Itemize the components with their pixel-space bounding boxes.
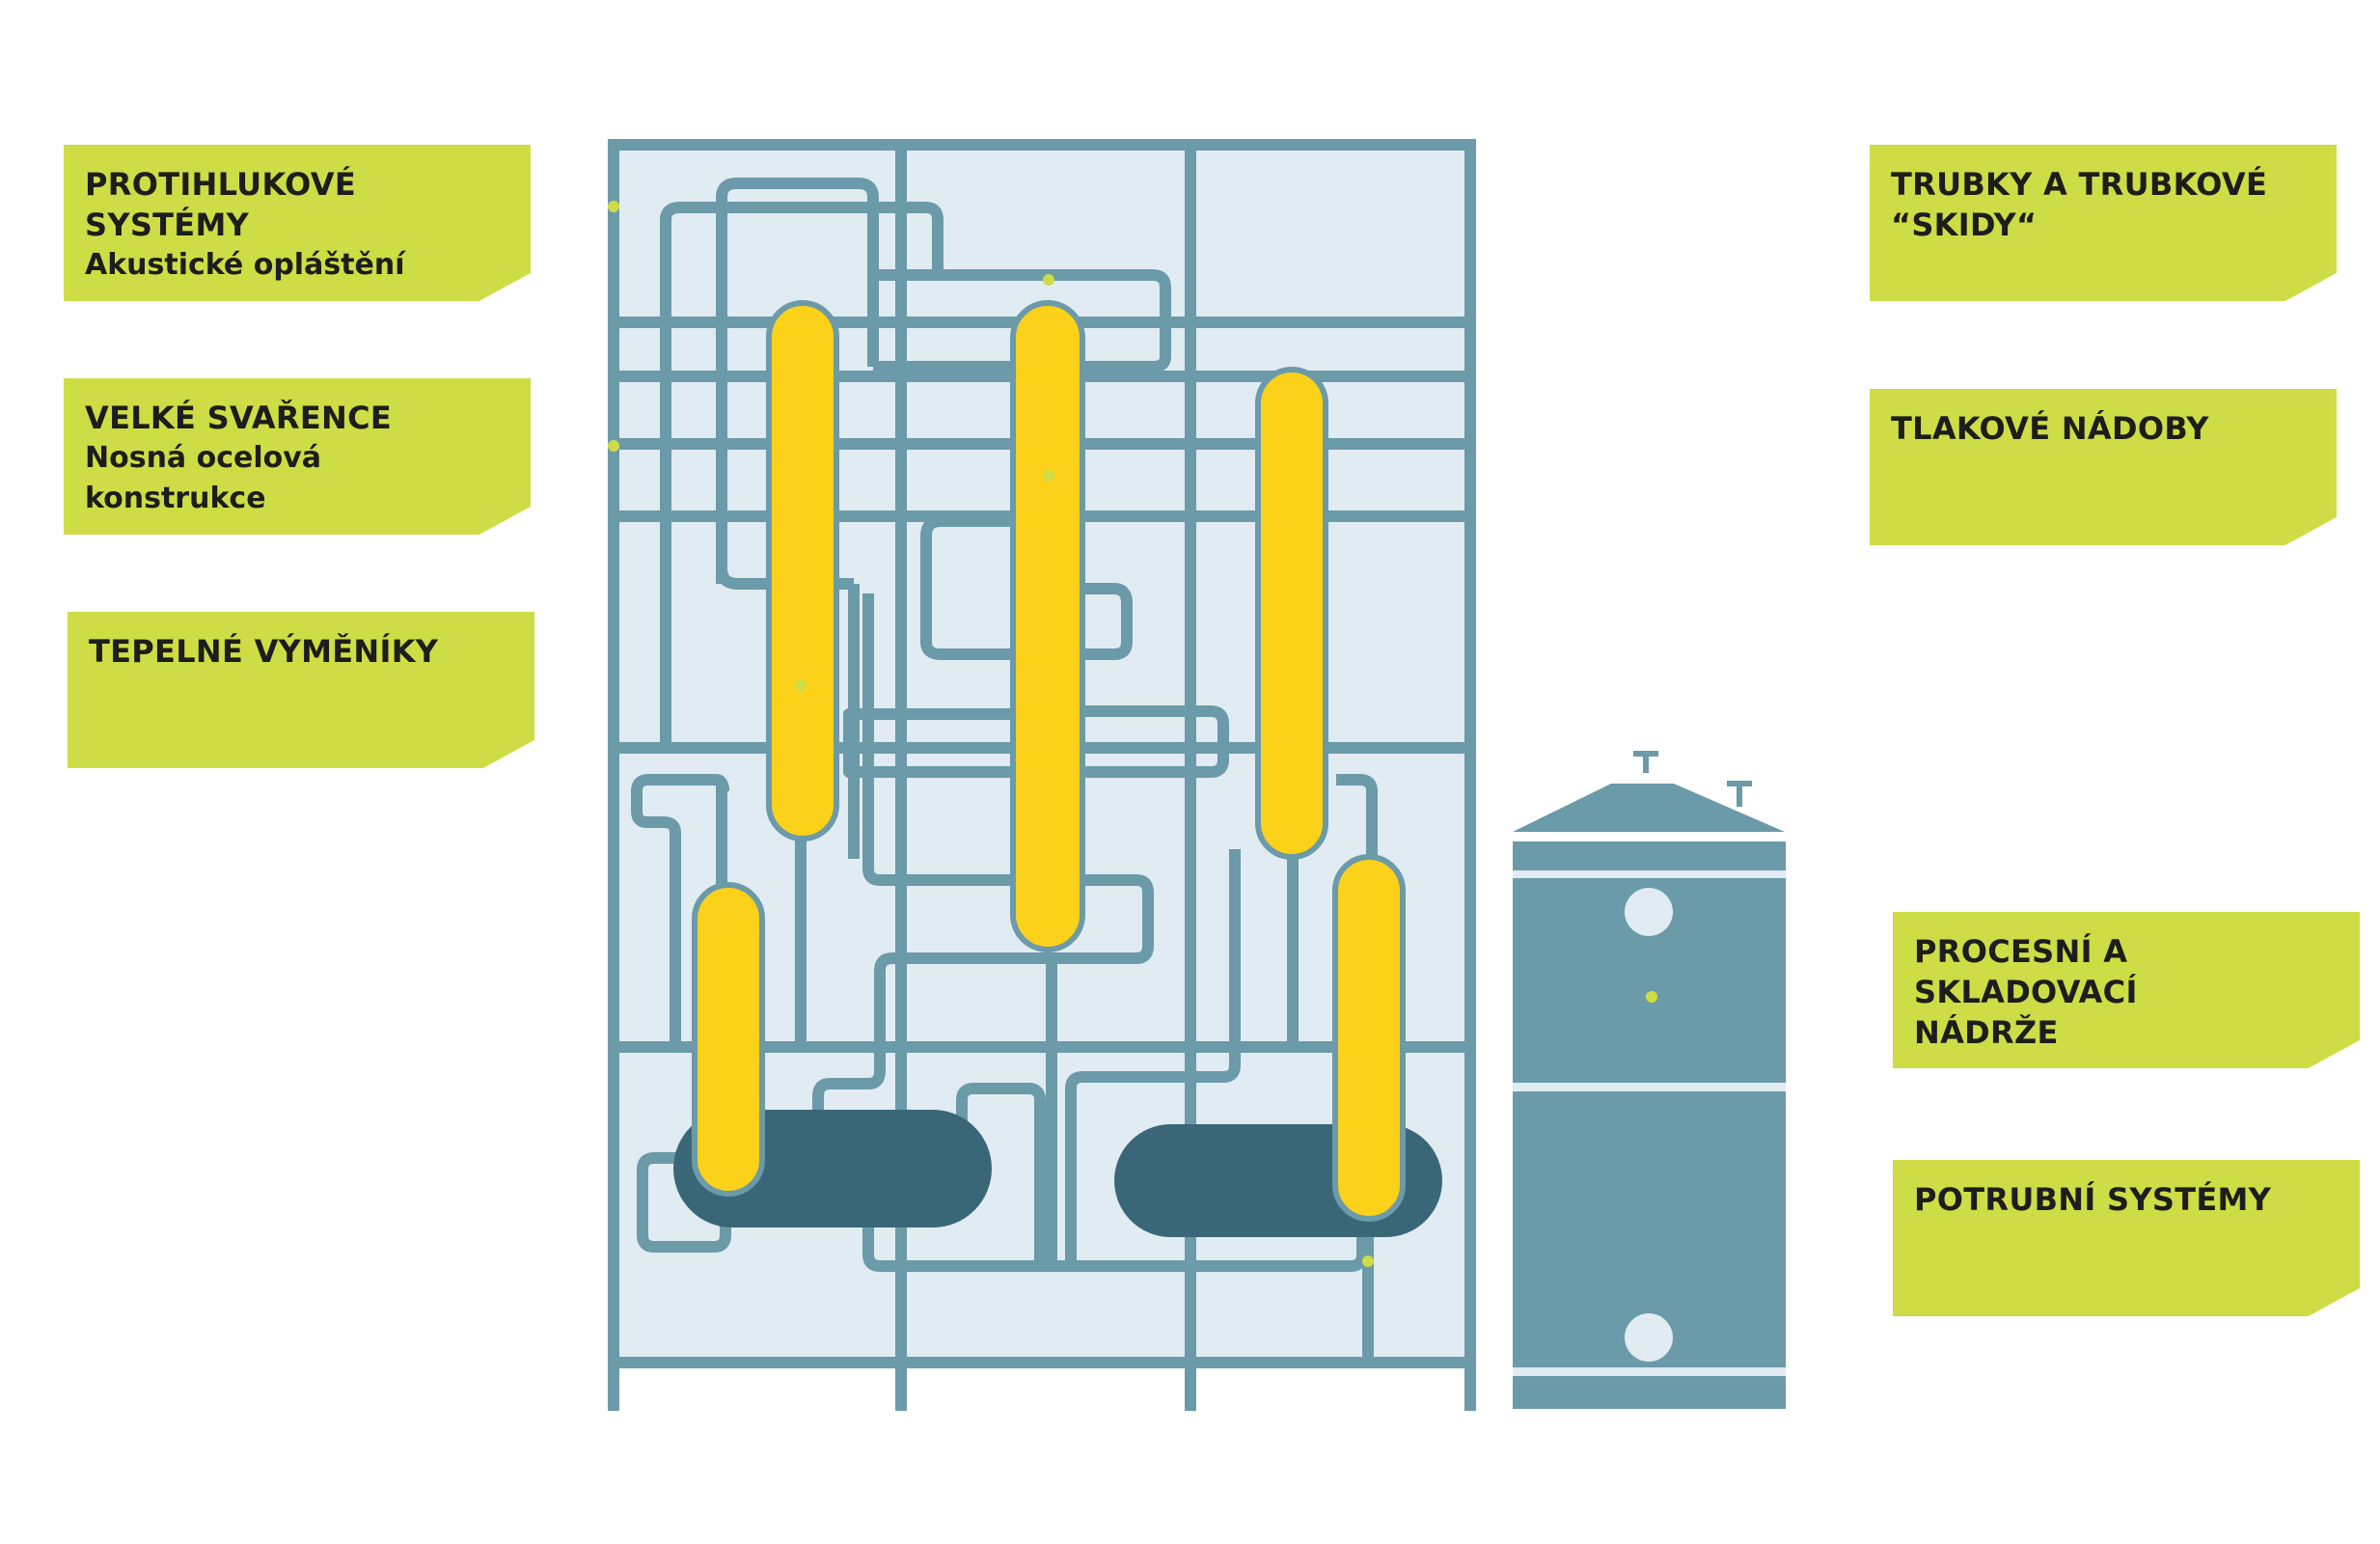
label-pressure-vessels: TLAKOVÉ NÁDOBY xyxy=(1870,389,2337,545)
label-piping-systems-title: POTRUBNÍ SYSTÉMY xyxy=(1914,1181,2272,1218)
label-piping-systems: POTRUBNÍ SYSTÉMY xyxy=(1893,1160,2360,1316)
leader-dots xyxy=(608,201,1657,1267)
label-weldments-subtitle-1: Nosná ocelová xyxy=(85,441,322,475)
label-pipe-skids: TRUBKY A TRUBKOVÉ “SKIDY“ xyxy=(1870,145,2337,301)
label-pressure-vessels-title: TLAKOVÉ NÁDOBY xyxy=(1891,410,2209,447)
label-heat-exchangers-title: TEPELNÉ VÝMĚNÍKY xyxy=(89,633,439,670)
label-process-tanks-line-2: NÁDRŽE xyxy=(1914,1014,2059,1051)
label-process-tanks-line-1: PROCESNÍ A SKLADOVACÍ xyxy=(1914,933,2138,1010)
leader-lines xyxy=(531,204,1893,1264)
label-noise-systems-title: PROTIHLUKOVÉ SYSTÉMY xyxy=(85,166,356,243)
storage-tank xyxy=(1513,751,1786,1409)
label-weldments-subtitle-2: konstrukce xyxy=(85,482,266,515)
label-weldments-title: VELKÉ SVAŘENCE xyxy=(85,400,393,436)
label-noise-systems: PROTIHLUKOVÉ SYSTÉMY Akustické opláštění xyxy=(64,145,531,301)
label-noise-systems-subtitle: Akustické opláštění xyxy=(85,248,405,282)
vertical-vessels xyxy=(692,300,1406,1222)
label-weldments: VELKÉ SVAŘENCE Nosná ocelová konstrukce xyxy=(64,378,531,535)
label-process-tanks: PROCESNÍ A SKLADOVACÍ NÁDRŽE xyxy=(1893,912,2360,1068)
label-pipe-skids-line-2: “SKIDY“ xyxy=(1891,207,2038,243)
label-heat-exchangers: TEPELNÉ VÝMĚNÍKY xyxy=(68,612,534,768)
label-pipe-skids-line-1: TRUBKY A TRUBKOVÉ xyxy=(1891,166,2268,203)
